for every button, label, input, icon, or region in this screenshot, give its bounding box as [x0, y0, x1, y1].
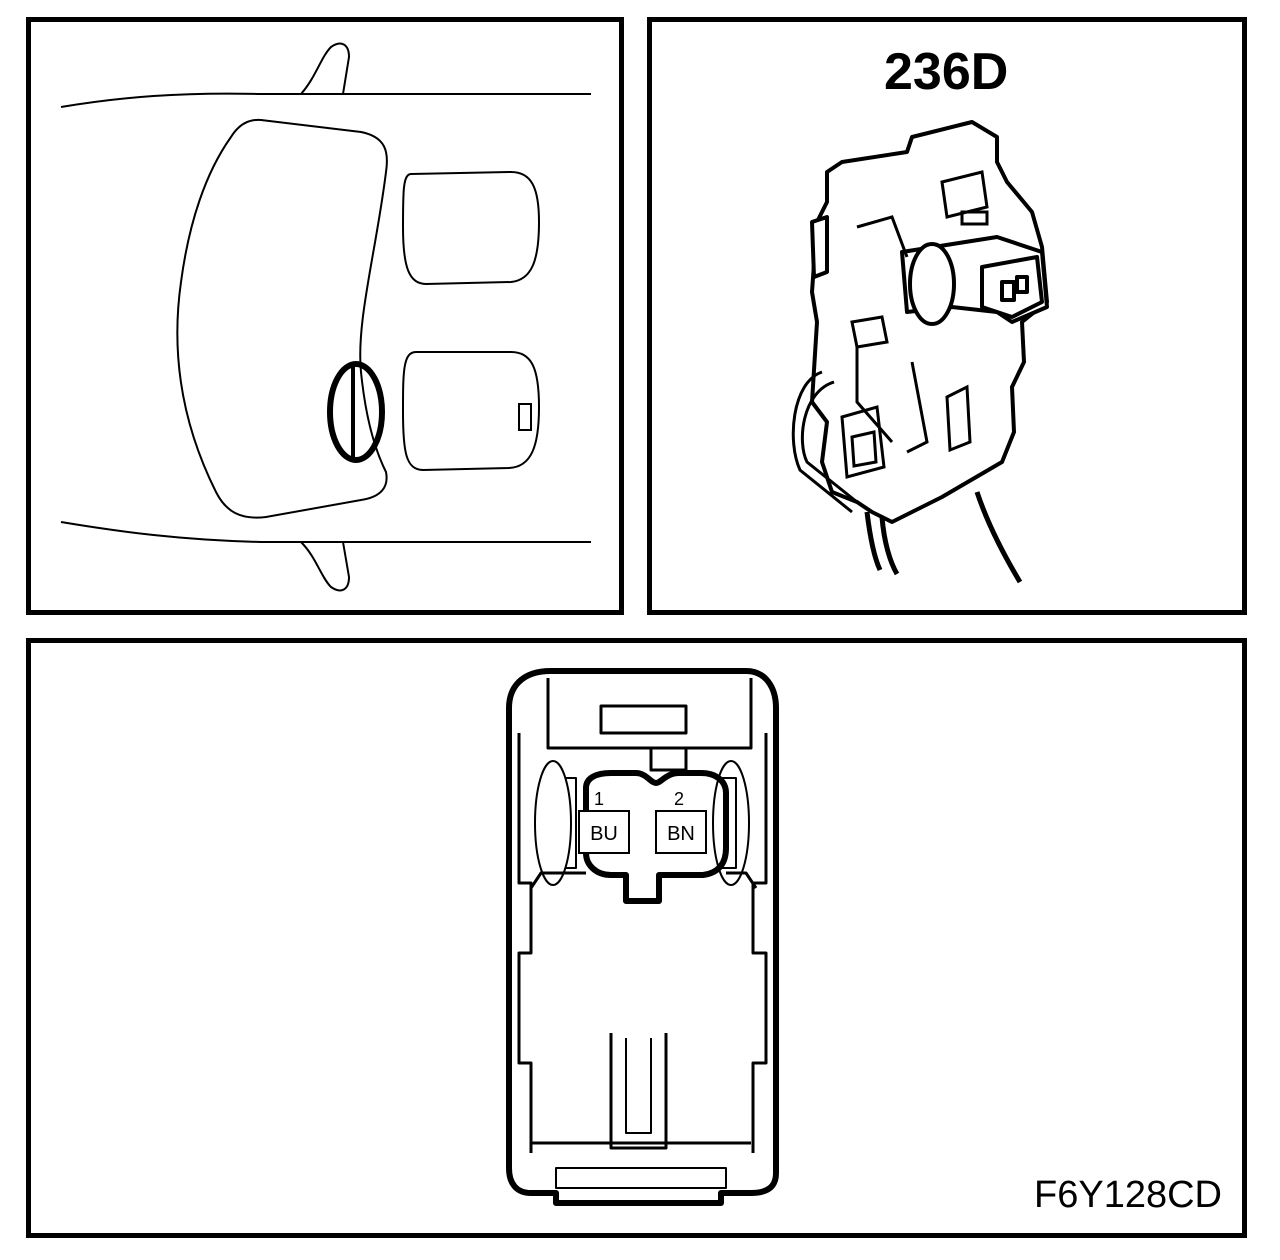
pin-1-number: 1: [594, 789, 604, 809]
car-top-view-icon: [60, 42, 591, 592]
pin-2-number: 2: [674, 789, 684, 809]
figure-code-label: F6Y128CD: [1034, 1174, 1222, 1216]
pin-2-wire-color: BN: [667, 823, 695, 845]
connector-face-panel: 1 BU 2 BN F6Y128CD: [26, 638, 1247, 1238]
connector-face-icon: 1 BU 2 BN: [506, 668, 779, 1206]
car-location-panel: [26, 17, 624, 615]
pin-1-wire-color: BU: [590, 823, 618, 845]
connector-id-label: 236D: [884, 43, 1009, 101]
connector-3d-icon: [791, 120, 1049, 584]
connector-3d-panel: 236D: [647, 17, 1247, 615]
pin-1: 1 BU: [578, 789, 630, 854]
pin-2: 2 BN: [655, 789, 707, 854]
